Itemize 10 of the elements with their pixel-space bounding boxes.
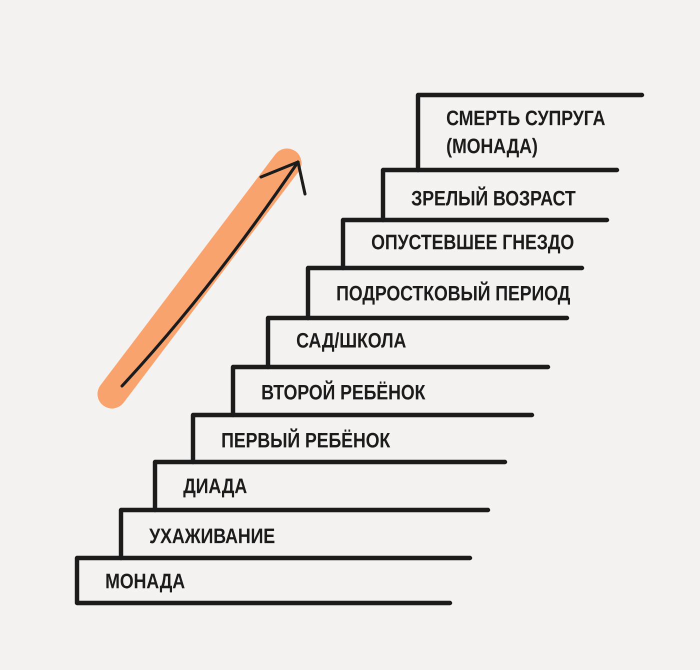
stair-step: ДИАДА: [152, 460, 508, 512]
stair-step: СМЕРТЬ СУПРУГА (МОНАДА): [416, 92, 644, 172]
stair-step: САД/ШКОЛА: [266, 316, 570, 370]
stair-step: УХАЖИВАНИЕ: [118, 508, 490, 560]
stair-step: ОПУСТЕВШЕЕ ГНЕЗДО: [340, 218, 610, 270]
stair-step: ПОДРОСТКОВЫЙ ПЕРИОД: [306, 266, 584, 320]
stair-step: ВТОРОЙ РЕБЁНОК: [230, 364, 550, 418]
stair-step: ПЕРВЫЙ РЕБЁНОК: [190, 412, 534, 464]
stair-step: ЗРЕЛЫЙ ВОЗРАСТ: [380, 168, 620, 222]
stair-step: МОНАДА: [74, 556, 472, 606]
